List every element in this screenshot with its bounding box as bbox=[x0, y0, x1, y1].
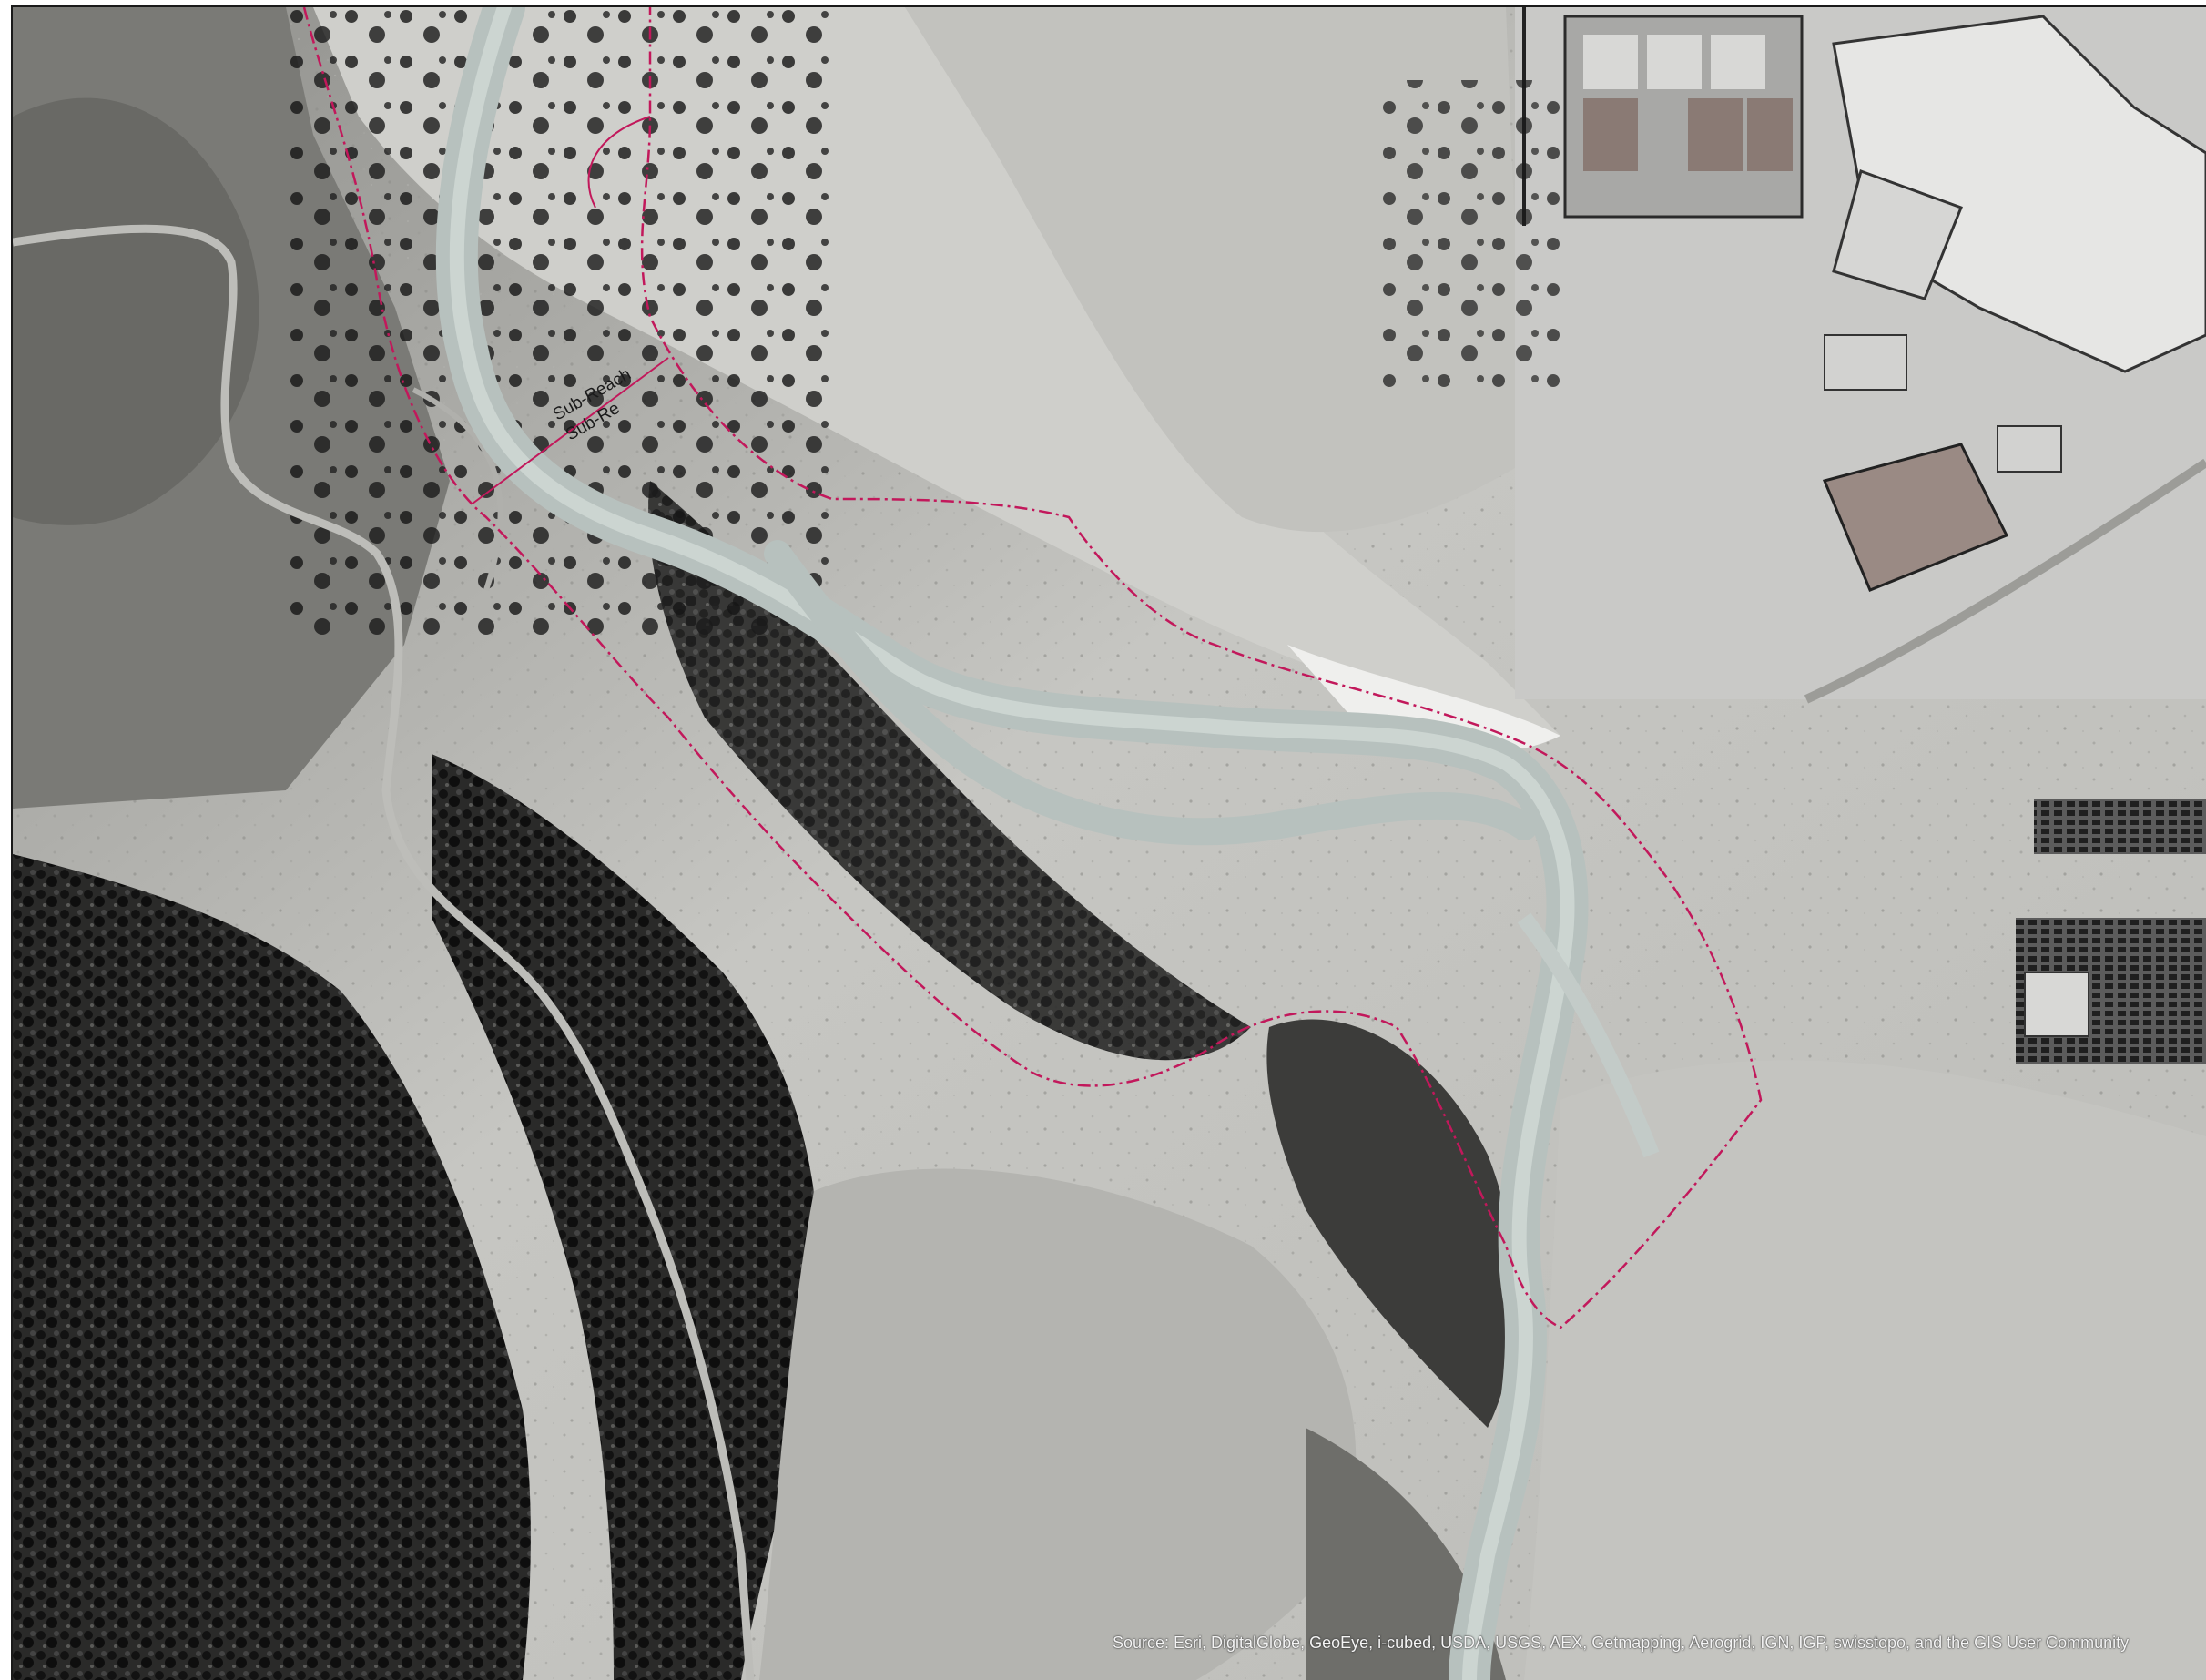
building-1b bbox=[1647, 35, 1702, 89]
building-1f bbox=[1747, 98, 1793, 171]
hills-south bbox=[759, 1168, 1357, 1680]
dark-knoll bbox=[1266, 1019, 1515, 1428]
scattered-trees-east bbox=[1378, 80, 1560, 390]
river-braid bbox=[1517, 912, 1660, 1158]
building-row-2 bbox=[1997, 425, 2062, 473]
building-1e bbox=[1688, 98, 1743, 171]
parking-lot-1 bbox=[2034, 799, 2206, 854]
map-canvas[interactable]: Sub-Reach Sub-Re bbox=[13, 7, 2206, 1680]
scattered-trees-north bbox=[286, 7, 832, 645]
urban-road bbox=[1804, 458, 2206, 704]
warehouse-small bbox=[1832, 169, 1963, 300]
sub-reach-divider bbox=[472, 357, 669, 504]
bright-scarp bbox=[1287, 645, 1560, 753]
building-red-roofs bbox=[1822, 443, 2009, 592]
building-1c bbox=[1711, 35, 1765, 89]
hills-southeast bbox=[1524, 1060, 2206, 1680]
building-row-1 bbox=[1824, 334, 1907, 391]
upper-plain bbox=[905, 7, 1524, 533]
building-1d bbox=[1583, 98, 1638, 171]
sub-reach-boundary bbox=[302, 7, 1763, 1329]
map-attribution: Source: Esri, DigitalGlobe, GeoEye, i-cu… bbox=[1113, 1634, 2130, 1652]
forest-southwest bbox=[13, 854, 531, 1680]
dirt-road bbox=[13, 224, 755, 1680]
building-1a bbox=[1583, 35, 1638, 89]
hill-shadow-northwest bbox=[13, 97, 259, 525]
river-highlight bbox=[449, 7, 1575, 1680]
sub-reach-divider-north bbox=[587, 116, 651, 209]
small-building bbox=[2024, 972, 2089, 1037]
river-side-channel bbox=[764, 540, 1538, 846]
map-frame[interactable]: Sub-Reach Sub-Re Source: Esri, DigitalGl… bbox=[11, 5, 2206, 1680]
side-track bbox=[412, 387, 503, 591]
